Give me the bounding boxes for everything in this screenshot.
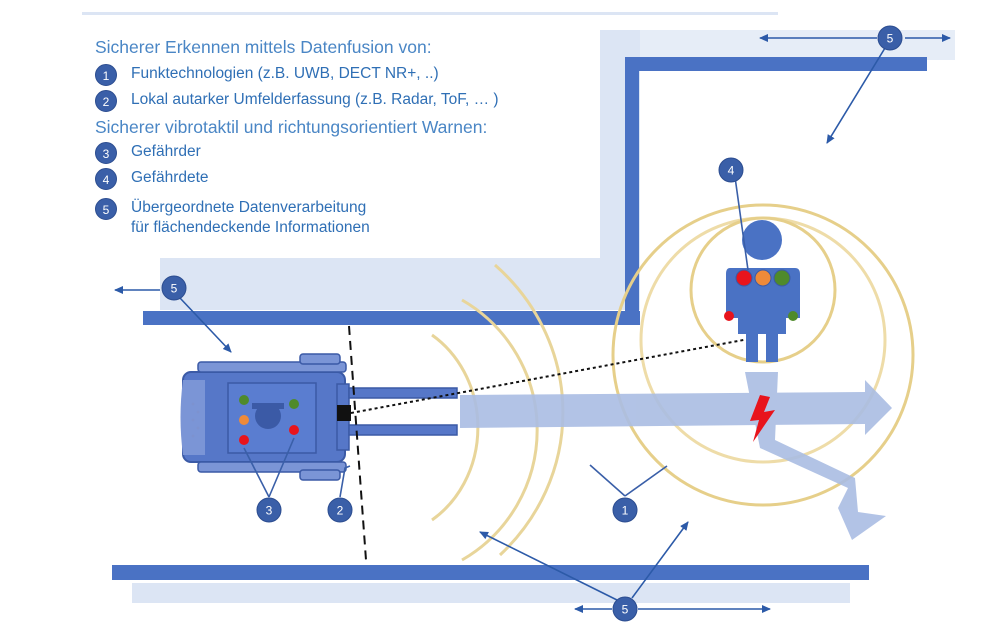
svg-text:4: 4 bbox=[728, 164, 735, 178]
legend-item-3: 3 Gefährder bbox=[95, 142, 655, 164]
forklift-leds bbox=[239, 395, 299, 445]
worker-leds bbox=[724, 269, 798, 321]
legend-badge-5: 5 bbox=[95, 198, 117, 220]
line-of-sight bbox=[350, 337, 755, 414]
svg-text:5: 5 bbox=[887, 32, 894, 46]
legend-heading-warning: Sicherer vibrotaktil und richtungsorient… bbox=[95, 117, 488, 137]
svg-text:5: 5 bbox=[622, 603, 629, 617]
badge-connectors bbox=[243, 176, 749, 498]
legend-item-5-label-line2: für flächendeckende Informationen bbox=[131, 219, 370, 236]
legend-item-4-label: Gefährdete bbox=[131, 169, 209, 186]
marker-1-radio: 1 bbox=[612, 497, 638, 523]
marker-2-sensor: 2 bbox=[327, 497, 353, 523]
legend-item-2-label: Lokal autarker Umfelderfassung (z.B. Rad… bbox=[131, 91, 499, 108]
marker-5-bottom: 5 bbox=[612, 596, 638, 622]
infrastructure-arrows bbox=[114, 34, 951, 613]
legend-item-2: 2 Lokal autarker Umfelderfassung (z.B. R… bbox=[95, 90, 655, 112]
legend-badge-3: 3 bbox=[95, 142, 117, 164]
legend-heading-detection: Sicherer Erkennen mittels Datenfusion vo… bbox=[95, 37, 432, 57]
worker-icon bbox=[726, 220, 800, 362]
marker-5-left: 5 bbox=[161, 275, 187, 301]
legend-item-5-label-line1: Übergeordnete Datenverarbeitung bbox=[131, 199, 367, 216]
marker-5-top-right: 5 bbox=[877, 25, 903, 51]
walls bbox=[112, 57, 927, 580]
legend-badge-4: 4 bbox=[95, 168, 117, 190]
svg-text:2: 2 bbox=[337, 504, 344, 518]
worker-rings bbox=[611, 203, 915, 507]
svg-text:1: 1 bbox=[622, 504, 629, 518]
marker-3-forklift: 3 bbox=[256, 497, 282, 523]
legend-item-4: 4 Gefährdete bbox=[95, 168, 655, 190]
collision-bolt-icon bbox=[750, 395, 775, 442]
legend: Sicherer Erkennen mittels Datenfusion vo… bbox=[95, 36, 655, 238]
forklift-icon bbox=[180, 353, 458, 481]
svg-text:3: 3 bbox=[266, 504, 273, 518]
legend-badge-2: 2 bbox=[95, 90, 117, 112]
legend-item-1-label: Funktechnologien (z.B. UWB, DECT NR+, ..… bbox=[131, 65, 439, 82]
legend-item-3-label: Gefährder bbox=[131, 143, 201, 160]
legend-item-5: 5 Übergeordnete Datenverarbeitung für fl… bbox=[95, 198, 655, 238]
path-arrows bbox=[460, 372, 892, 540]
marker-4-worker: 4 bbox=[718, 157, 744, 183]
legend-item-1: 1 Funktechnologien (z.B. UWB, DECT NR+, … bbox=[95, 64, 655, 86]
svg-text:5: 5 bbox=[171, 282, 178, 296]
legend-badge-1: 1 bbox=[95, 64, 117, 86]
sensor-field-boundary bbox=[348, 325, 367, 561]
